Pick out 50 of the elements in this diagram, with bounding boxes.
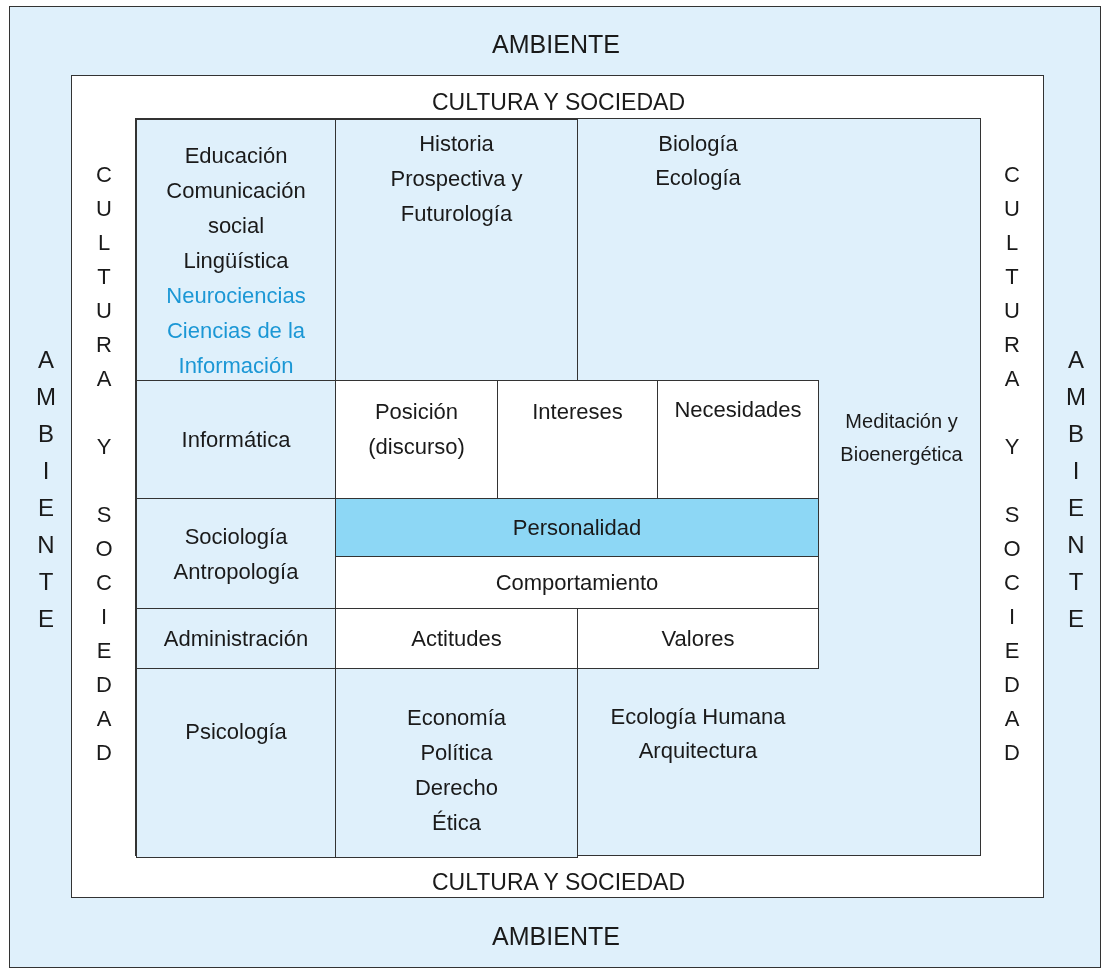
cell-label: Historia <box>418 130 495 158</box>
grid-cell <box>335 556 819 609</box>
region-label: CULTURA Y SOCIEDAD <box>430 868 687 897</box>
grid-cell <box>335 119 578 381</box>
region-label: CULTURA Y SOCIEDAD <box>430 88 687 117</box>
cell-label: Ciencias de la Información <box>165 317 307 380</box>
cell-label: Prospectiva y Futurología <box>389 165 524 228</box>
cell-label: Valores <box>660 625 736 653</box>
cell-label: Derecho <box>413 774 500 802</box>
cell-label: Educación <box>183 142 289 170</box>
grid-cell <box>136 668 336 858</box>
cell-label: Sociología <box>183 522 289 551</box>
cell-label: Ética <box>431 809 482 837</box>
region-label: AMBIENTE <box>35 345 57 634</box>
region-label: CULTURA Y SOCIEDAD <box>94 161 114 767</box>
cell-label: Economía <box>405 704 508 732</box>
cell-label: Antropología <box>172 557 300 586</box>
cell-label: Informática <box>180 426 292 454</box>
region-label: AMBIENTE <box>491 29 621 60</box>
grid-cell <box>577 608 819 669</box>
grid-cell <box>497 380 658 499</box>
region-label: AMBIENTE <box>1065 345 1087 634</box>
frame-box <box>9 6 1101 968</box>
cell-label: Administración <box>162 625 310 653</box>
grid-cell <box>335 380 498 499</box>
grid-cell <box>657 380 819 499</box>
cell-label: Posición (discurso) <box>367 398 466 461</box>
region-label: AMBIENTE <box>491 921 621 952</box>
region-label: Ecología Humana <box>609 703 787 731</box>
grid-cell <box>136 119 336 381</box>
cell-label: Necesidades <box>673 396 803 424</box>
region-label: CULTURA Y SOCIEDAD <box>1002 161 1022 767</box>
grid-cell <box>335 498 819 557</box>
cell-label: Lingüística <box>182 247 290 275</box>
region-label: Ecología <box>654 164 742 192</box>
region-label: Meditación y Bioenergética <box>839 409 964 467</box>
grid-cell <box>335 608 578 669</box>
frame-box <box>71 75 1044 898</box>
cell-label: Psicología <box>184 718 288 746</box>
cell-label: Comportamiento <box>494 569 660 597</box>
grid-cell <box>335 668 578 858</box>
region-label: Arquitectura <box>637 737 759 765</box>
frame-box <box>135 118 981 856</box>
cell-label: Personalidad <box>511 514 643 542</box>
region-label: Biología <box>657 130 739 158</box>
cell-label: Actitudes <box>410 625 503 653</box>
cell-label: Neurociencias <box>165 282 307 310</box>
cell-label: Política <box>419 739 494 767</box>
cell-label: Comunicación social <box>165 177 307 240</box>
cell-label: Intereses <box>531 398 624 426</box>
